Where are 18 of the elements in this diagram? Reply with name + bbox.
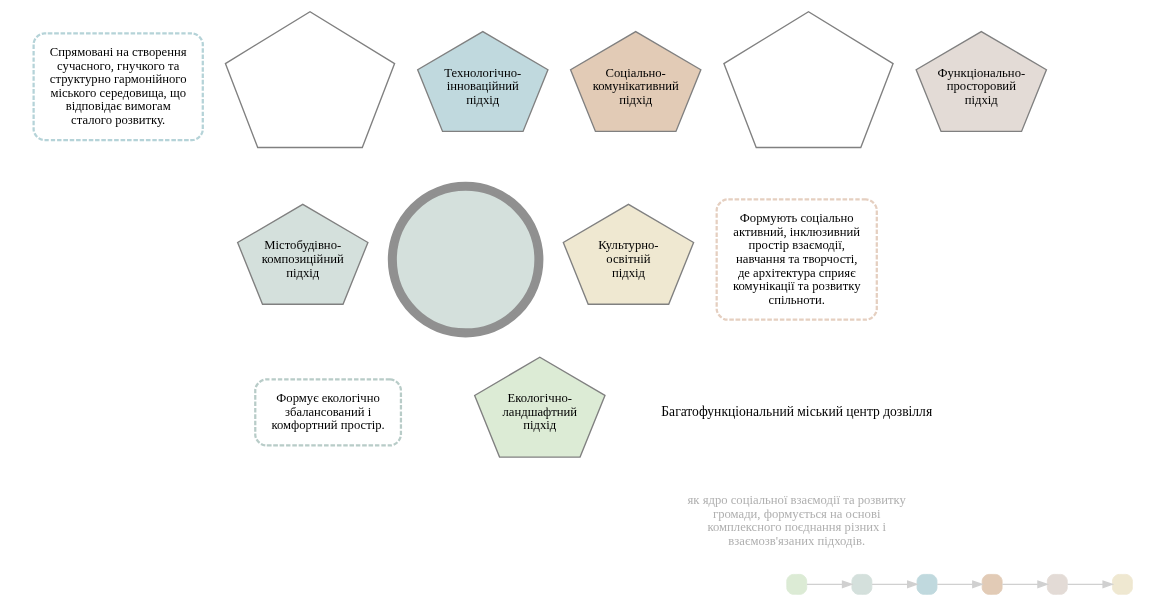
node-pentagon <box>722 10 894 149</box>
node-box <box>1046 573 1068 595</box>
arrow <box>870 580 919 589</box>
node-pentagon <box>224 10 395 149</box>
node-box: Формують соціально активний, інклюзивний простір взаємодії, навчання та творчості, де архітектура сприяє комунікації та розвитку спільноти. <box>715 198 878 321</box>
node-box: Формує екологічно збалансований і комфортний простір. <box>253 378 402 447</box>
node-box <box>850 573 872 595</box>
arrow <box>936 580 984 589</box>
arrow <box>1066 580 1114 589</box>
node-box <box>916 573 937 595</box>
arrow <box>1001 580 1049 589</box>
node-box: Спрямовані на створення сучасного, гнучкого та структурно гармонійного міського середовища, що відповідає вимогам сталого розвитку. <box>32 32 204 142</box>
arrow <box>805 580 854 589</box>
label: Багатофункціональний міський центр дозвілля <box>660 403 932 419</box>
label: як ядро соціальної взаємодії та розвитку громади, формується на основі комплексного поєднання різних і взаємозв'язаних підходів. <box>687 493 906 548</box>
node-box <box>1111 573 1133 595</box>
node-box <box>785 573 807 595</box>
node-box <box>981 573 1003 595</box>
